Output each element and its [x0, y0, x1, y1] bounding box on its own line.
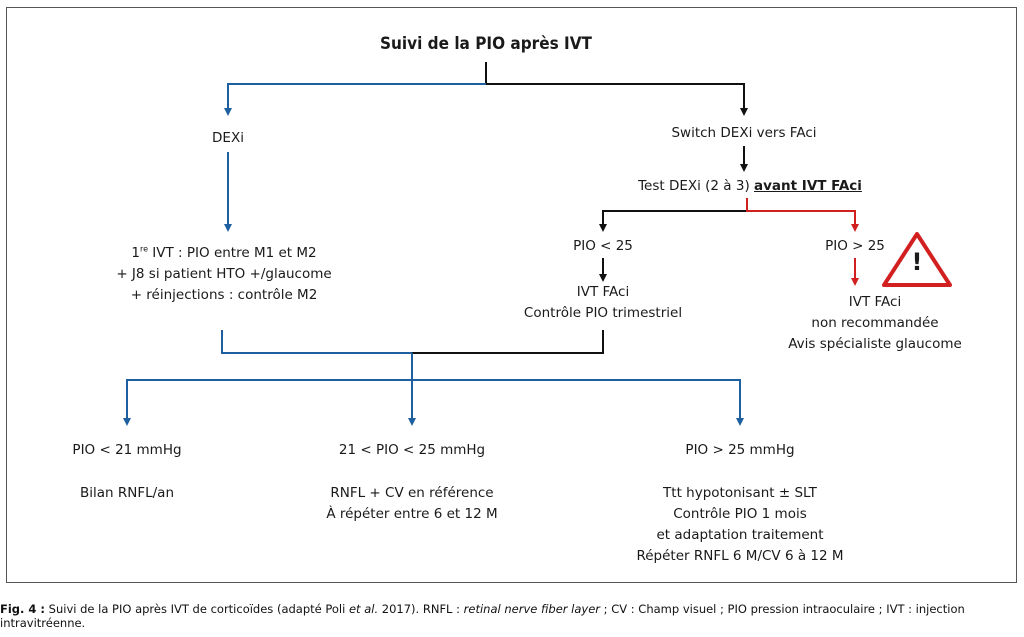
high-ivt-line-3: Avis spécialiste glaucome	[788, 336, 962, 352]
connector-title-left	[224, 83, 486, 116]
node-switch: Switch DEXi vers FAci	[671, 125, 817, 141]
outcome-2-line-2: À répéter entre 6 et 12 M	[326, 506, 498, 522]
low-ivt-line-2: Contrôle PIO trimestriel	[523, 305, 683, 321]
node-low-ivt: IVT FAci Contrôle PIO trimestriel	[513, 282, 693, 324]
caption-label: Fig. 4 :	[0, 602, 46, 616]
connector-test-low	[599, 198, 748, 232]
outcome-2-line-1: RNFL + CV en référence	[330, 485, 494, 501]
test-emphasis: avant IVT FAci	[754, 178, 862, 194]
outcome-3-line-2: Contrôle PIO 1 mois	[673, 506, 807, 522]
diagram-title: Suivi de la PIO après IVT	[380, 34, 592, 54]
outcome-3-line-1: Ttt hypotonisant ± SLT	[663, 485, 817, 501]
outcome-1-label: PIO < 21 mmHg	[72, 442, 182, 458]
outcome-3-line-4: Répéter RNFL 6 M/CV 6 à 12 M	[636, 548, 844, 564]
outcome-3-label: PIO > 25 mmHg	[685, 442, 795, 458]
connector-merge-left	[221, 330, 412, 354]
low-ivt-line-1: IVT FAci	[576, 284, 630, 300]
warning-icon	[882, 232, 952, 287]
node-pio-high: PIO > 25	[825, 238, 885, 254]
node-dexi-monitoring: 1re IVT : PIO entre M1 et M2 + J8 si pat…	[104, 243, 344, 306]
node-high-ivt: IVT FAci non recommandée Avis spécialist…	[775, 292, 975, 355]
outcome-1-detail: Bilan RNFL/an	[79, 485, 175, 501]
connector-outcome-right	[412, 379, 744, 426]
connector-title-right	[485, 62, 748, 116]
monitoring-line-2: + J8 si patient HTO +/glaucome	[116, 266, 332, 282]
connector-merge-right	[412, 330, 604, 354]
outcome-2-detail: RNFL + CV en référence À répéter entre 6…	[302, 483, 522, 525]
figure-caption: Fig. 4 : Suivi de la PIO après IVT de co…	[0, 602, 965, 630]
monitoring-line-1: 1re IVT : PIO entre M1 et M2	[131, 244, 317, 261]
node-dexi: DEXi	[212, 130, 244, 146]
connector-test-high	[746, 198, 859, 232]
connector-outcome-left	[123, 379, 412, 426]
diagram-frame	[6, 7, 1017, 583]
monitoring-line-3: + réinjections : contrôle M2	[130, 287, 318, 303]
warning-mark: !	[911, 248, 923, 276]
high-ivt-line-2: non recommandée	[811, 315, 939, 331]
outcome-3-line-3: et adaptation traitement	[656, 527, 824, 543]
high-ivt-line-1: IVT FAci	[848, 294, 902, 310]
outcome-3-detail: Ttt hypotonisant ± SLT Contrôle PIO 1 mo…	[610, 483, 870, 567]
node-test: Test DEXi (2 à 3) avant IVT FAci	[638, 178, 862, 194]
node-pio-low: PIO < 25	[573, 238, 633, 254]
outcome-2-label: 21 < PIO < 25 mmHg	[338, 442, 486, 458]
